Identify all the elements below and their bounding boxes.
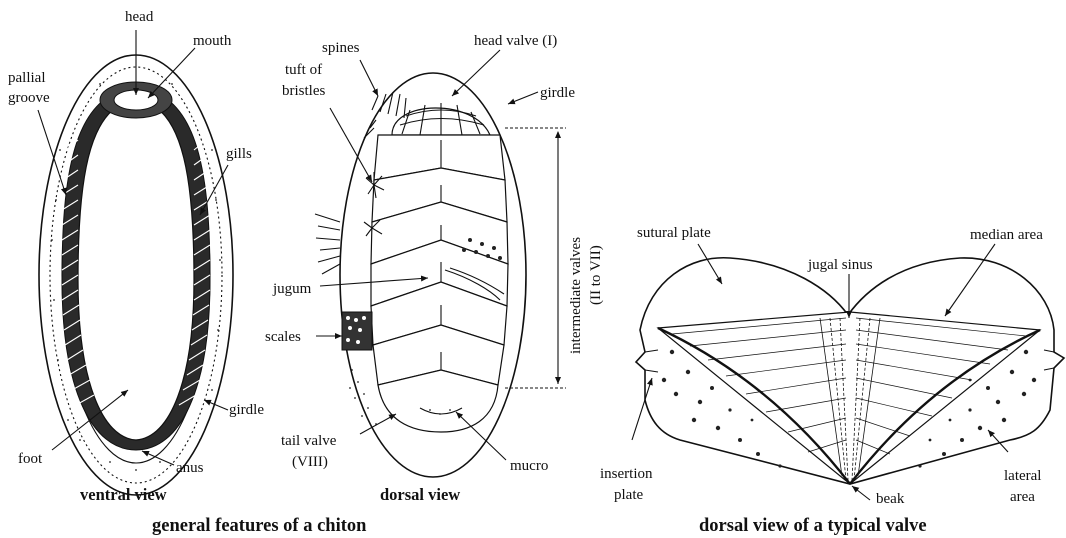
label-scales: scales [265,329,301,345]
label-plate: plate [614,487,643,503]
label-jugum: jugum [272,281,312,297]
label-mucro: mucro [510,458,548,474]
label-sutural-plate: sutural plate [637,225,711,241]
bristle-fringe [315,214,340,274]
label-area: area [1010,489,1035,505]
label-beak: beak [876,491,905,507]
dorsal-girdle-leader [508,92,538,104]
label-foot: foot [18,451,43,467]
label-head: head [125,9,154,25]
label-intermediate-valves: intermediate valves [568,237,584,354]
ventral-view-drawing [38,30,233,495]
label-spines: spines [322,40,360,56]
label-anus: anus [176,460,204,476]
label-bristles: bristles [282,83,325,99]
beak-leader [852,486,870,500]
valve-drawing [632,244,1064,500]
foot-outline [78,100,194,440]
label-median-area: median area [970,227,1043,243]
label-dorsal-girdle: girdle [540,85,575,101]
label-insertion: insertion [600,466,653,482]
label-ventral-girdle: girdle [229,402,264,418]
caption-dorsal-view: dorsal view [380,485,460,504]
title-typical-valve: dorsal view of a typical valve [699,516,927,536]
label-ii-to-vii: (II to VII) [588,245,604,305]
label-tuft-of: tuft of [285,62,322,78]
label-gills: gills [226,146,252,162]
label-lateral: lateral [1004,468,1041,484]
spines-leader [360,60,378,96]
caption-ventral-view: ventral view [80,485,167,504]
label-viii: (VIII) [292,454,328,470]
dorsal-view-drawing [315,50,566,477]
label-head-valve: head valve (I) [474,33,557,49]
label-jugal-sinus: jugal sinus [807,257,873,273]
scales-drawing [342,312,372,350]
label-tail-valve: tail valve [281,433,337,449]
title-general-features: general features of a chiton [152,516,367,536]
label-mouth: mouth [193,33,232,49]
label-pallial: pallial [8,70,46,86]
head-valve-leader [452,50,500,96]
label-groove: groove [8,90,50,106]
